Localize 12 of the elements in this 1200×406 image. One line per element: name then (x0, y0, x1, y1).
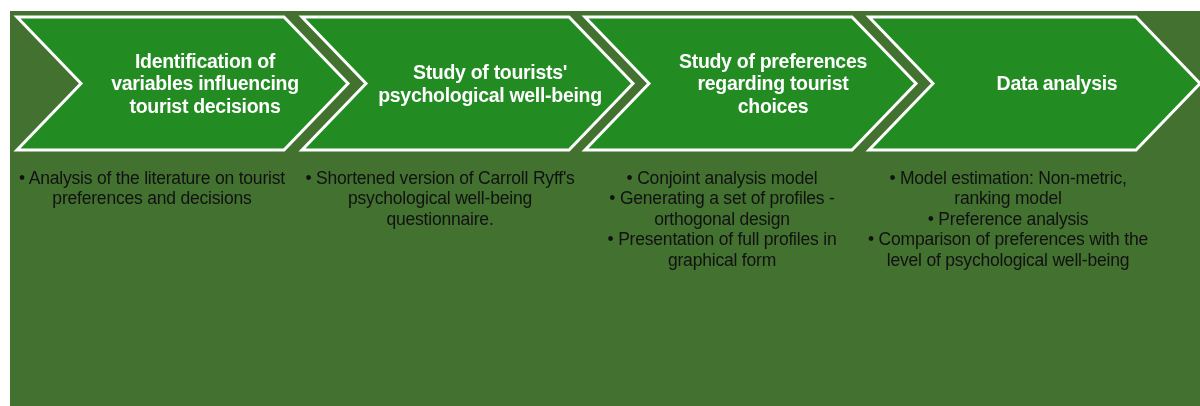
bullet-point: • Shortened version of Carroll Ryff's psychological well-being questionnaire. (304, 168, 576, 230)
bullet-point: • Presentation of full profiles in graphical form (606, 229, 838, 271)
step-heading: Study of tourists' psychological well-being (377, 61, 603, 106)
bullet-point: • Conjoint analysis model (626, 168, 818, 189)
step-heading: Identification of variables influencing tourist decisions (110, 50, 300, 117)
bullet-point: • Model estimation: Non-metric, ranking model (888, 168, 1128, 209)
step-heading: Study of preferences regarding tourist choices (678, 50, 868, 117)
bullet-point: • Analysis of the literature on tourist preferences and decisions (18, 168, 286, 209)
bullet-point: • Comparison of preferences with the level of psychological well-being (866, 229, 1149, 271)
bullet-point: • Generating a set of profiles - orthogonal design (608, 188, 836, 230)
step-heading: Data analysis (996, 72, 1118, 95)
bullet-point: • Preference analysis (927, 208, 1089, 230)
